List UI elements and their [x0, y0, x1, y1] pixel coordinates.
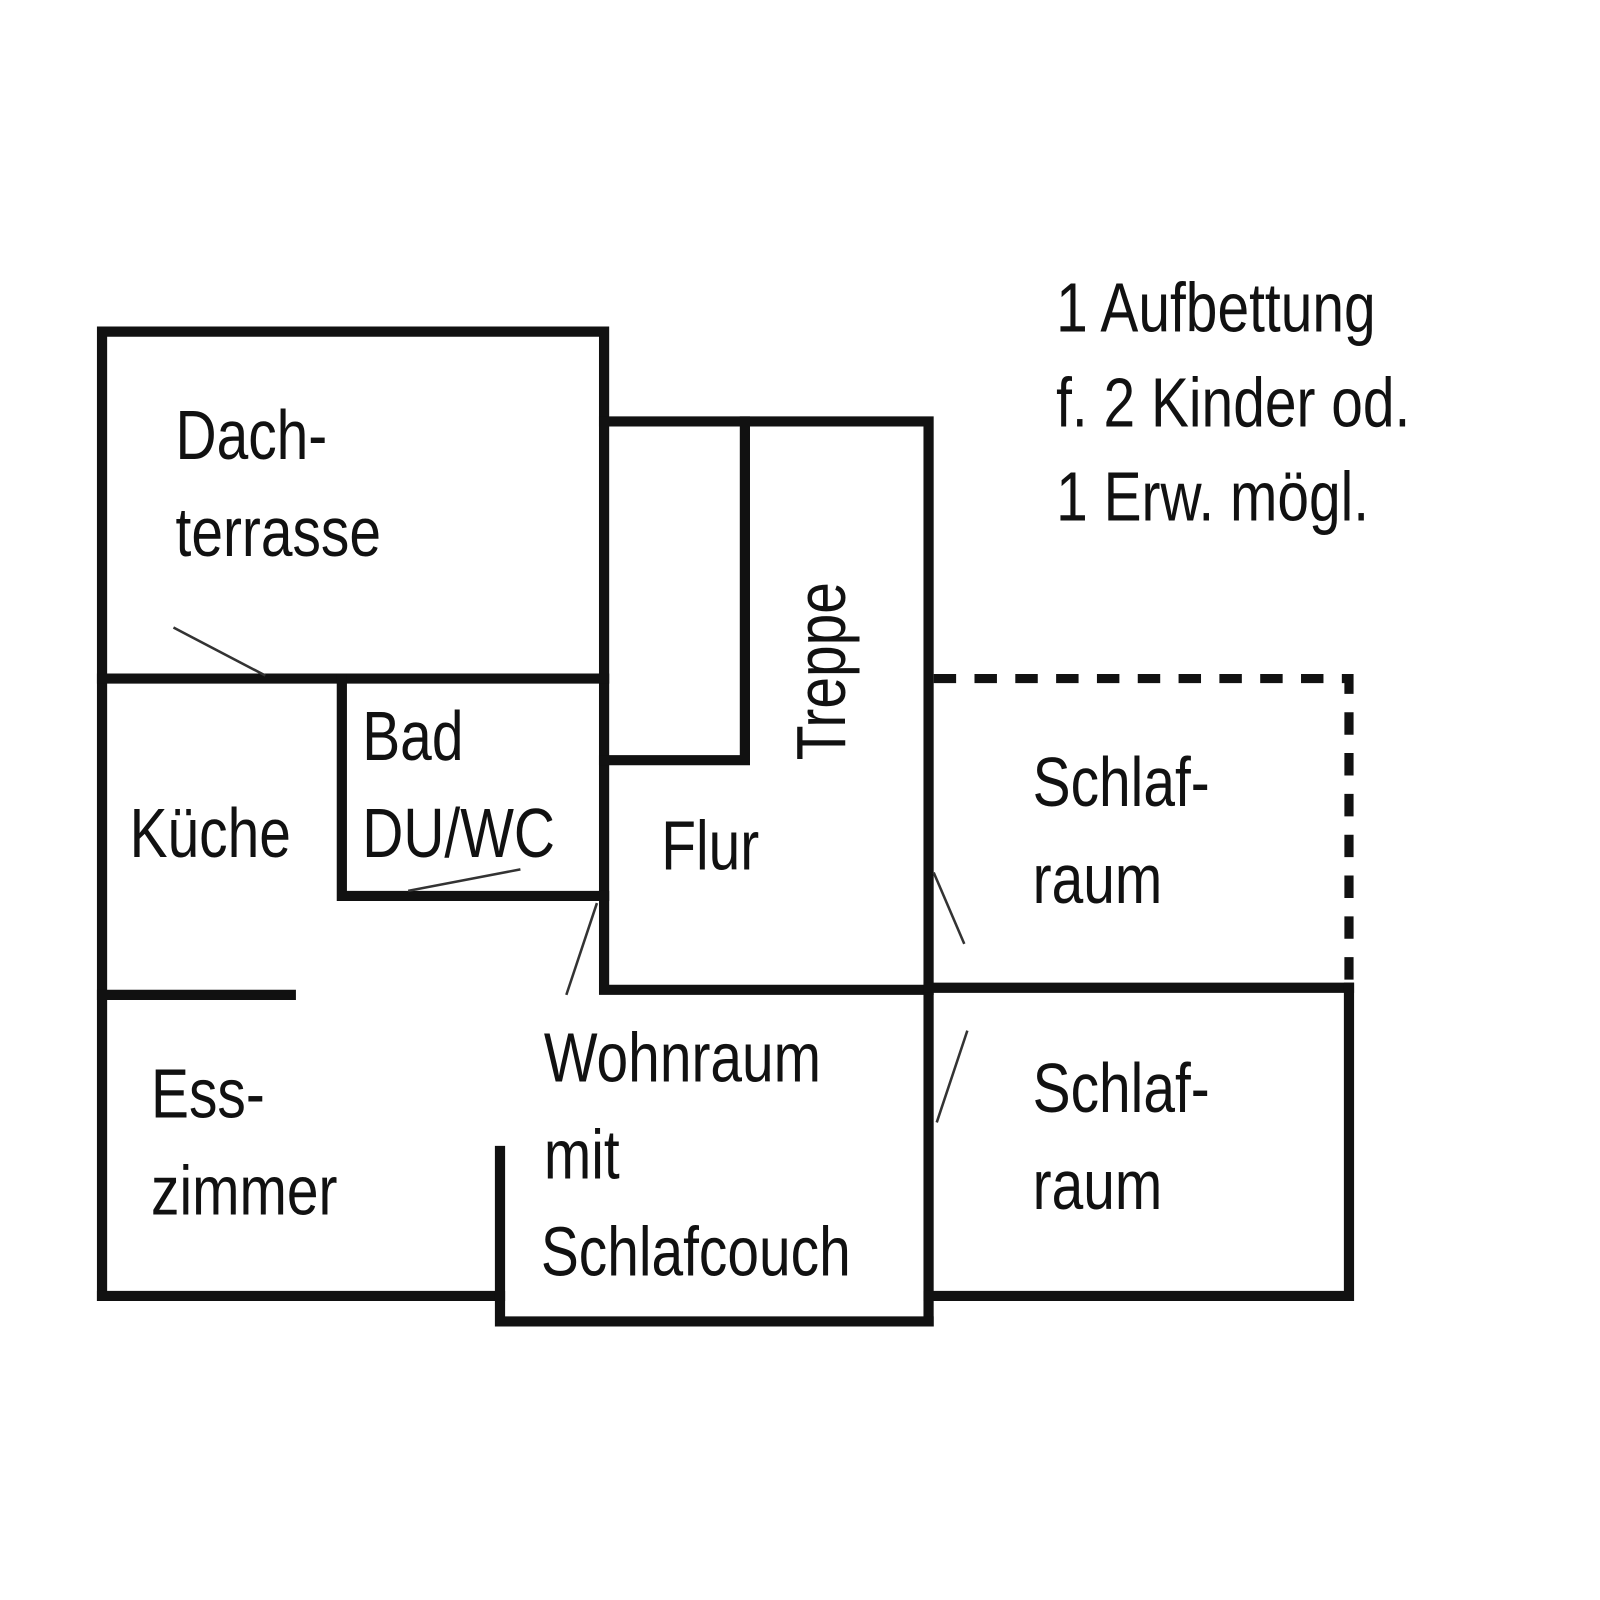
label-wohnraum-1: Wohnraum	[544, 1020, 821, 1097]
door-schlafraum-2	[935, 1030, 969, 1123]
label-wohnraum-2: mit	[544, 1117, 620, 1194]
label-wohnraum-3: Schlafcouch	[541, 1214, 851, 1291]
note-line-1: 1 Aufbettung	[1056, 270, 1375, 347]
walls	[96, 326, 1355, 1327]
door-flur	[565, 902, 599, 996]
label-bad-2: DU/WC	[362, 796, 555, 873]
wall-dachterrasse	[96, 326, 934, 1302]
label-esszimmer-1: Ess-	[151, 1056, 265, 1133]
door-schlafraum-1	[932, 871, 966, 945]
note-line-3: 1 Erw. mögl.	[1056, 459, 1369, 536]
wall-bad	[336, 673, 610, 902]
dashed-wall-schlafraum-1	[933, 673, 1354, 980]
label-flur: Flur	[661, 808, 759, 885]
label-esszimmer-2: zimmer	[151, 1153, 337, 1230]
label-dachterrasse-1: Dach-	[176, 398, 328, 475]
label-schlafraum-1-2: raum	[1033, 842, 1163, 919]
door-dachterrasse	[172, 626, 266, 677]
labels: 1 Aufbettung f. 2 Kinder od. 1 Erw. mögl…	[130, 270, 1411, 1290]
label-kueche: Küche	[130, 796, 291, 873]
label-treppe: Treppe	[784, 582, 861, 760]
doors	[172, 626, 969, 1123]
wall-wohnraum	[494, 1145, 934, 1327]
label-schlafraum-2-2: raum	[1033, 1148, 1163, 1225]
wall-schlafraum-2	[923, 982, 1355, 1302]
door-bad	[407, 868, 521, 893]
label-schlafraum-1-1: Schlaf-	[1033, 745, 1210, 822]
wall-treppe-outer	[598, 416, 934, 1327]
wall-treppe-inner	[598, 416, 750, 766]
label-bad-1: Bad	[362, 699, 463, 776]
label-schlafraum-2-1: Schlaf-	[1033, 1051, 1210, 1128]
label-dachterrasse-2: terrasse	[176, 495, 381, 572]
note-line-2: f. 2 Kinder od.	[1056, 365, 1410, 442]
